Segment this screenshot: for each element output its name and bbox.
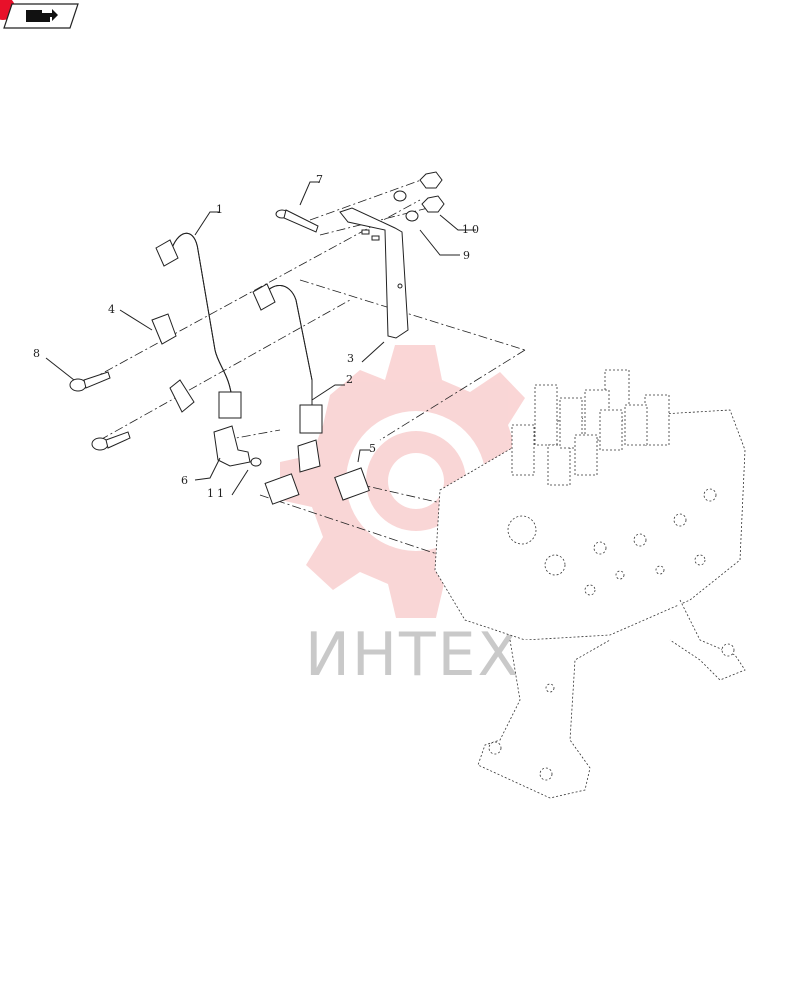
leader-lines [45, 181, 476, 496]
nut-part-10[interactable] [419, 171, 445, 213]
callout-7: 7 [316, 173, 326, 186]
bracket-part-3[interactable] [339, 207, 409, 339]
callout-11: 11 [207, 487, 227, 500]
arrow-return-icon [26, 9, 58, 22]
washer-part-9[interactable] [393, 190, 419, 222]
oring-part-11[interactable] [250, 457, 300, 505]
screw-part-8[interactable] [69, 371, 131, 451]
tube-part-1[interactable] [155, 232, 242, 419]
watermark-text: ИНТЕХ [305, 620, 521, 690]
tube-1-nut [155, 239, 179, 267]
callout-2: 2 [346, 373, 356, 386]
callout-labels: 1 2 3 4 5 6 7 8 9 10 11 [33, 173, 482, 500]
callout-4: 4 [108, 303, 118, 316]
callout-8: 8 [33, 347, 43, 360]
callout-6: 6 [181, 474, 191, 487]
adapter-part-5[interactable] [334, 467, 370, 501]
control-valve-assembly [434, 369, 746, 799]
nav-badge[interactable] [0, 0, 79, 29]
callout-3: 3 [347, 352, 357, 365]
bolt-part-7[interactable] [275, 209, 319, 233]
tube-1-fitting [218, 391, 242, 419]
clamp-part-4[interactable] [151, 313, 195, 413]
tube-2-fitting [299, 404, 323, 434]
elbow-part-6[interactable] [213, 425, 321, 473]
tube-part-2[interactable] [252, 283, 323, 434]
callout-5: 5 [369, 442, 379, 455]
callout-10: 10 [462, 223, 482, 236]
callout-1: 1 [216, 203, 226, 216]
tube-2-nut [252, 283, 276, 311]
callout-9: 9 [463, 249, 473, 262]
